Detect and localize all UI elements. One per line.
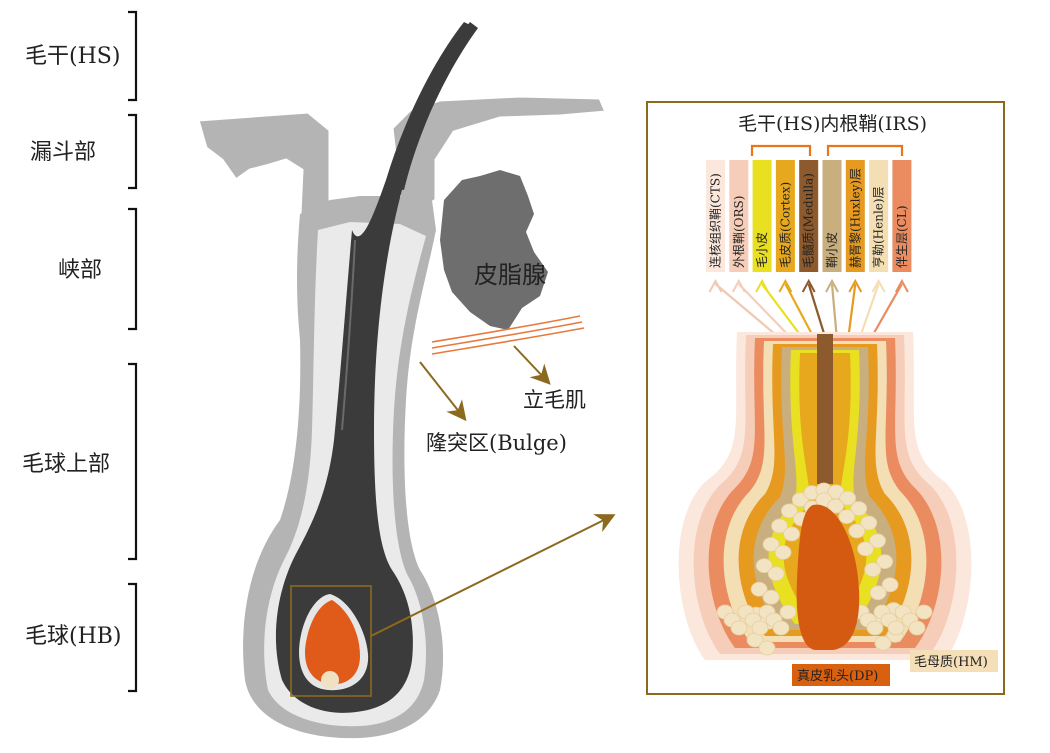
- region-label-suprabulbar: 毛球上部: [22, 452, 110, 477]
- layer-label-6: 赫胥黎(Huxley)层: [848, 168, 862, 268]
- matrix-cell: [874, 635, 892, 651]
- inset-panel: 毛干(HS)内根鞘(IRS) 连核组织鞘(CTS) 外根鞘(ORS) 毛小皮毛皮质(…: [646, 101, 1005, 695]
- matrix-cell: [860, 515, 878, 531]
- layer-label-2: 毛小皮: [755, 232, 769, 268]
- layer-box-7: [869, 160, 889, 272]
- irs-bracket: [826, 144, 904, 156]
- region-label-infundibulum: 漏斗部: [30, 140, 96, 165]
- bracket-suprabulbar: [128, 362, 138, 561]
- layer-arrow-7: [857, 283, 880, 341]
- matrix-cell: [771, 518, 788, 534]
- layer-label-7: 亨勒(Henle)层: [871, 186, 886, 268]
- layer-label-3: 毛皮质(Cortex): [778, 182, 792, 268]
- epidermis-left: [196, 110, 332, 224]
- matrix-cell: [774, 544, 792, 560]
- matrix-cell: [838, 509, 856, 524]
- layer-box-2: [752, 160, 772, 272]
- matrix-cell: [850, 501, 868, 516]
- matrix-cell: [848, 523, 866, 539]
- arrector-arrow: [513, 345, 551, 385]
- dp-label-bg: [792, 664, 890, 686]
- inset-title: 毛干(HS)内根鞘(IRS): [738, 113, 927, 135]
- bulge-label: 隆突区(Bulge): [426, 431, 567, 455]
- layer-arrows: [708, 278, 909, 341]
- region-label-hair-shaft: 毛干(HS): [25, 44, 120, 69]
- layer-box-6: [845, 160, 865, 272]
- hair-bulb-rings: [678, 332, 972, 660]
- region-label-isthmus: 峡部: [58, 258, 102, 283]
- layer-arrow-6: [846, 283, 857, 341]
- dermal-papilla-label: 真皮乳头(DP): [797, 669, 878, 684]
- matrix-cell: [755, 558, 773, 574]
- matrix-cell: [751, 620, 769, 636]
- matrix-cell: [779, 604, 797, 620]
- matrix-cell: [767, 566, 785, 582]
- sebaceous-gland-shape: [440, 170, 548, 330]
- matrix-cell: [864, 562, 882, 578]
- hair-matrix-label: 毛母质(HM): [914, 655, 988, 670]
- medulla-stripe: [817, 334, 833, 484]
- layer-arrow-4: [807, 283, 828, 341]
- matrix-cell: [780, 503, 798, 519]
- matrix-cell: [772, 620, 790, 636]
- matrix-cell: [869, 533, 886, 549]
- layer-label-1: 外根鞘(ORS): [732, 196, 746, 268]
- arrector-pili-label: 立毛肌: [523, 388, 586, 412]
- hs-bracket: [750, 144, 812, 156]
- layer-box-1: [729, 160, 749, 272]
- matrix-cell: [915, 604, 933, 620]
- matrix-cell: [791, 492, 809, 508]
- matrix-cell: [876, 554, 894, 570]
- layer-arrow-1: [738, 283, 794, 341]
- bracket-isthmus: [128, 207, 138, 331]
- layer-label-8: 伴生层(CL): [895, 205, 909, 268]
- matrix-cell: [750, 581, 768, 597]
- matrix-cell: [908, 620, 926, 636]
- layer-arrow-2: [761, 283, 805, 341]
- layer-box-4: [799, 160, 819, 272]
- zoom-box: [290, 585, 372, 697]
- matrix-cell: [758, 640, 776, 656]
- layer-legend: 连核组织鞘(CTS) 外根鞘(ORS) 毛小皮毛皮质(Cortex) 毛髓质(Medu…: [706, 160, 912, 272]
- bracket-infundibulum: [128, 113, 138, 190]
- matrix-cell: [783, 526, 800, 542]
- zoom-arrow: [370, 514, 616, 637]
- matrix-cell: [762, 536, 780, 552]
- bracket-hair-bulb: [128, 582, 138, 693]
- matrix-cell: [839, 490, 857, 506]
- dermal-papilla: [796, 504, 860, 650]
- bulge-arrow: [419, 361, 467, 422]
- hm-label-bg: [910, 650, 998, 672]
- layer-arrow-8: [869, 283, 903, 341]
- follicle-illustration: 皮脂腺 立毛肌 隆突区(Bulge): [196, 22, 616, 739]
- matrix-cell: [762, 589, 780, 605]
- region-labels: 毛干(HS) 漏斗部 峡部 毛球上部 毛球(HB): [22, 10, 138, 693]
- matrix-cell: [730, 620, 748, 636]
- matrix-cell: [827, 498, 845, 514]
- hair-shaft-tip: [392, 22, 478, 190]
- layer-box-8: [892, 160, 912, 272]
- bracket-hair-shaft: [128, 10, 138, 102]
- matrix-cell: [857, 541, 874, 557]
- hair-shaft-dark: [275, 22, 476, 713]
- matrix-cell: [881, 577, 899, 593]
- dermal-papilla-small: [305, 600, 360, 685]
- layer-box-5: [822, 160, 842, 272]
- layer-box-3: [775, 160, 795, 272]
- matrix-cell: [866, 620, 884, 636]
- layer-box-0: [706, 160, 725, 272]
- matrix-cell: [887, 620, 905, 636]
- layer-arrow-5: [830, 283, 839, 341]
- layer-label-4: 毛髓质(Medulla): [802, 173, 816, 268]
- region-label-hair-bulb: 毛球(HB): [25, 624, 122, 649]
- layer-arrow-3: [784, 283, 816, 341]
- matrix-cell: [869, 585, 887, 601]
- layer-label-0: 连核组织鞘(CTS): [708, 173, 723, 268]
- layer-label-5: 鞘小皮: [825, 232, 839, 268]
- arrector-pili-muscle: [431, 315, 585, 355]
- layer-arrow-0: [714, 283, 783, 341]
- sebaceous-gland-label: 皮脂腺: [474, 261, 546, 289]
